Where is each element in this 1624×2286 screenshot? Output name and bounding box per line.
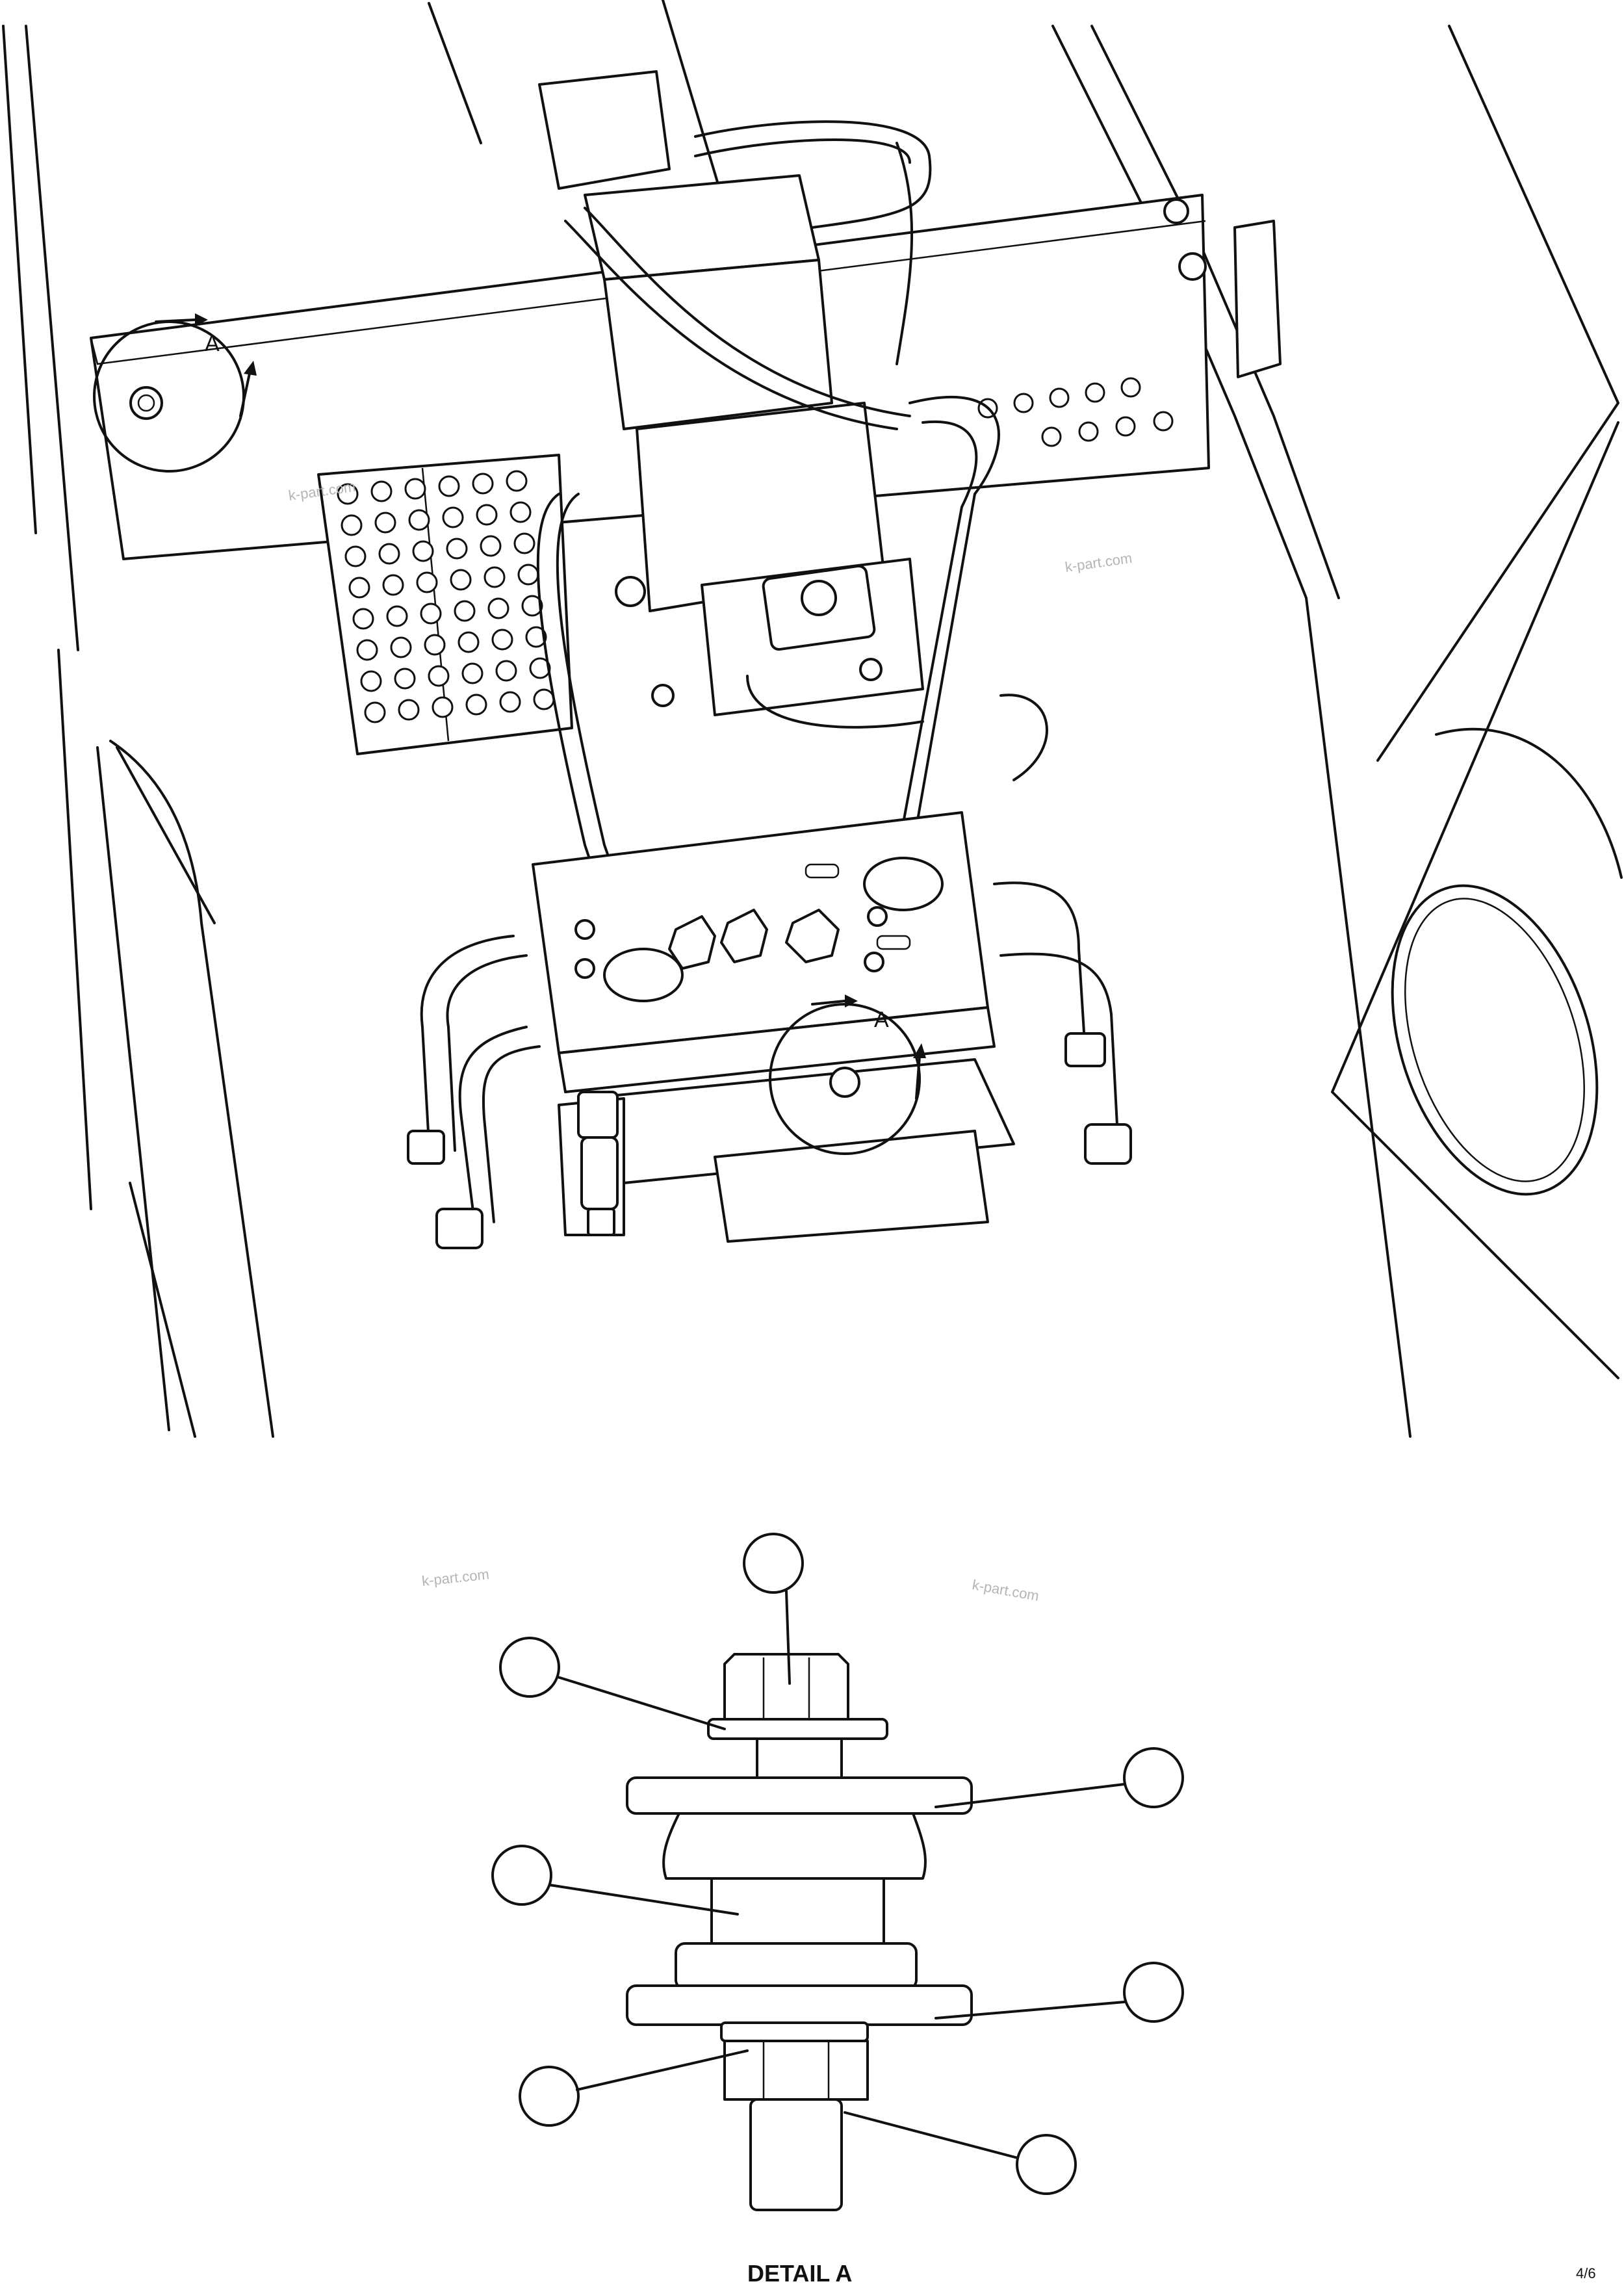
callout-balloon [519, 2066, 580, 2127]
perforation-hole [499, 691, 521, 713]
upper-washer [626, 1776, 973, 1815]
manifold-block [532, 811, 1015, 1243]
perforation-hole [374, 512, 396, 534]
perforation-hole [364, 701, 386, 723]
perforation-hole [408, 509, 430, 531]
detail-title: DETAIL A [747, 2260, 852, 2286]
view-marker-lower: A [769, 994, 926, 1155]
watermark: k-part.com [1064, 550, 1133, 575]
perforation-hole [517, 564, 539, 586]
assembly-view: A A k-part.com k-part.com [2, 0, 1623, 1438]
perforation-hole [513, 532, 535, 554]
perforation-hole [461, 662, 483, 684]
tank-drum [1391, 727, 1623, 1196]
perforation-hole [432, 696, 454, 718]
perforation-hole [352, 608, 374, 630]
bolt-thread-end [749, 2098, 843, 2211]
callout-balloon [743, 1533, 804, 1594]
rubber-mount [662, 1812, 927, 1880]
lower-washer [626, 1984, 973, 2026]
perforation-hole [370, 480, 393, 502]
perforation-hole [356, 639, 378, 661]
perforation-hole [491, 629, 513, 651]
view-marker-upper: A [93, 313, 257, 473]
callout-balloon [1123, 1747, 1184, 1808]
perforation-hole [454, 600, 476, 622]
watermark: k-part.com [421, 1566, 490, 1589]
perforation-hole [476, 504, 498, 526]
perforation-hole [465, 694, 487, 716]
perforation-hole [344, 545, 367, 567]
perforation-hole [390, 636, 412, 658]
perforated-step-plate [317, 454, 573, 755]
hydraulic-lines [536, 120, 1048, 963]
callouts [491, 1533, 1184, 2195]
callout-balloon [1016, 2134, 1077, 2195]
perforation-hole [509, 501, 532, 523]
bolt-head [723, 1653, 849, 1721]
perforation-hole [525, 626, 547, 648]
perforation-hole [428, 665, 450, 687]
perforation-hole [506, 470, 528, 492]
page-code: 4/6 [1576, 2265, 1596, 2281]
perforation-hole [480, 535, 502, 557]
perforation-hole [420, 603, 442, 625]
perforation-hole [348, 577, 370, 599]
valve-stack [538, 70, 924, 716]
callout-balloon [491, 1845, 552, 1906]
perforation-hole [446, 538, 468, 560]
detail-a: k-part.com k-part.com DETAIL A [421, 1533, 1184, 2286]
callout-balloon [1123, 1962, 1184, 2023]
perforation-hole [341, 514, 363, 536]
perforation-hole [442, 506, 464, 528]
perforation-hole [472, 473, 494, 495]
perforation-hole [495, 660, 517, 682]
mount-bolt-left [129, 386, 163, 420]
flange-washer [707, 1718, 888, 1740]
perforation-hole [487, 597, 509, 619]
view-label-a-lower: A [874, 1007, 889, 1032]
perforation-hole [394, 668, 416, 690]
perforation-hole [521, 595, 543, 617]
perforation-hole [533, 688, 555, 710]
perforation-hole [386, 605, 408, 627]
watermark: k-part.com [971, 1576, 1040, 1604]
perforation-hole [483, 566, 506, 588]
spacer-sleeve [710, 1877, 885, 1951]
callout-balloon [499, 1637, 560, 1698]
perforation-hole [404, 478, 426, 500]
frame-rails [2, 0, 1619, 1438]
perforation-hole [458, 631, 480, 653]
perforation-hole [450, 569, 472, 591]
perforation-hole [398, 699, 420, 721]
perforation-hole [382, 574, 404, 596]
lower-tubes [407, 881, 1132, 1249]
perforation-hole [412, 540, 434, 562]
view-label-a-upper: A [205, 331, 220, 356]
perforation-hole [337, 483, 359, 505]
perforation-hole [416, 571, 438, 593]
perforation-hole [378, 543, 400, 565]
perforation-hole [438, 475, 460, 497]
perforation-hole [360, 670, 382, 692]
perforation-hole [424, 634, 446, 656]
